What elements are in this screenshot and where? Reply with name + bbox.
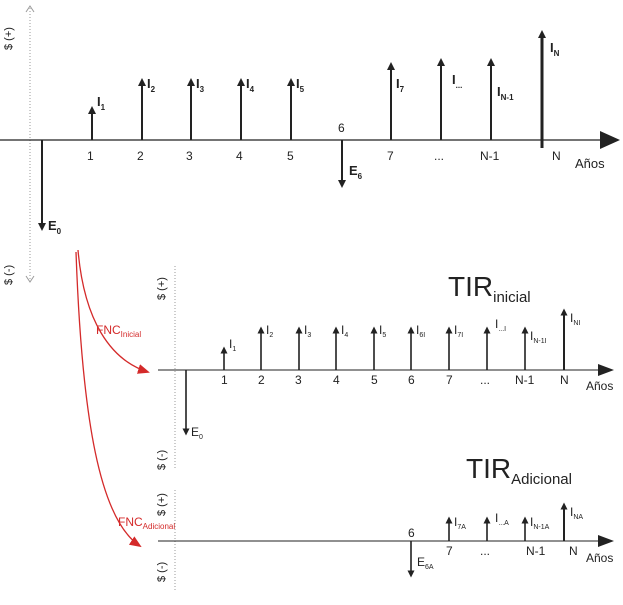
additional-outflow-label: E6A xyxy=(417,555,434,571)
main-period-n: N xyxy=(552,149,561,163)
main-period-6: 6 xyxy=(338,121,345,135)
main-flow-6-label: E6 xyxy=(349,163,363,181)
connector-initial xyxy=(77,249,150,374)
connector-additional xyxy=(75,251,142,548)
initial-flow-7-label: I7I xyxy=(454,323,463,339)
initial-period-2: 2 xyxy=(258,373,265,387)
additional-panel-title: TIRAdicional xyxy=(466,453,572,488)
initial-sign-positive: $ (+) xyxy=(156,277,168,300)
connector-additional-label: FNCAdicional xyxy=(118,515,175,531)
connectors: FNCInicial FNCAdicional xyxy=(75,249,175,548)
additional-period-ellipsis: ... xyxy=(480,544,490,558)
main-flow-4-label: I4 xyxy=(246,76,255,94)
additional-period-7: 7 xyxy=(446,544,453,558)
main-period-3: 3 xyxy=(186,149,193,163)
initial-sign-negative: $ (-) xyxy=(156,450,168,470)
main-sign-axis-arrow-bottom xyxy=(25,275,35,283)
main-flow-n-label: IN xyxy=(550,40,560,58)
initial-period-3: 3 xyxy=(295,373,302,387)
main-period-7: 7 xyxy=(387,149,394,163)
initial-period-n-1: N-1 xyxy=(515,373,535,387)
initial-time-axis-arrow xyxy=(598,364,614,376)
main-diagram: $ (+) $ (-) Años E0 1 2 3 4 5 6 7 ... N-… xyxy=(0,5,620,285)
additional-sign-positive: $ (+) xyxy=(156,493,168,516)
main-axis-unit: Años xyxy=(575,156,605,171)
main-period-n-1: N-1 xyxy=(480,149,500,163)
additional-flow-ellipsis-label: I...A xyxy=(495,511,509,527)
additional-time-axis-arrow xyxy=(598,535,614,547)
main-flow-ellipsis-label: I... xyxy=(452,72,462,90)
initial-flow-6-label: I6I xyxy=(416,323,425,339)
additional-period-n-1: N-1 xyxy=(526,544,546,558)
main-period-5: 5 xyxy=(287,149,294,163)
initial-period-1: 1 xyxy=(221,373,228,387)
connector-initial-label: FNCInicial xyxy=(96,323,141,339)
additional-flow-n-1a-label: IN-1A xyxy=(530,515,550,531)
initial-flow-2-label: I2 xyxy=(266,323,273,339)
initial-panel: TIRinicial $ (+) $ (-) Años E0 1 2 3 4 5… xyxy=(156,266,614,470)
initial-period-6: 6 xyxy=(408,373,415,387)
initial-period-4: 4 xyxy=(333,373,340,387)
additional-sign-negative: $ (-) xyxy=(156,562,168,582)
initial-outflow-label: E0 xyxy=(191,425,203,441)
initial-flow-n-1-label: IN-1I xyxy=(530,329,547,345)
main-flow-n-1-label: IN-1 xyxy=(497,84,514,102)
initial-axis-unit: Años xyxy=(586,379,613,393)
additional-axis-unit: Años xyxy=(586,551,613,565)
additional-period-6: 6 xyxy=(408,526,415,540)
initial-flow-5-label: I5 xyxy=(379,323,386,339)
main-time-axis-arrow xyxy=(600,131,620,149)
initial-period-ellipsis: ... xyxy=(480,373,490,387)
main-flow-1-label: I1 xyxy=(97,94,106,112)
initial-flow-4-label: I4 xyxy=(341,323,348,339)
initial-period-5: 5 xyxy=(371,373,378,387)
main-sign-axis-arrow-top xyxy=(25,5,35,13)
initial-flow-3-label: I3 xyxy=(304,323,311,339)
main-sign-negative: $ (-) xyxy=(3,265,15,285)
initial-period-7: 7 xyxy=(446,373,453,387)
additional-flow-na-label: INA xyxy=(570,505,583,521)
additional-panel: TIRAdicional $ (+) $ (-) Años 6 7 ... N-… xyxy=(156,453,614,592)
main-period-4: 4 xyxy=(236,149,243,163)
main-flow-3-label: I3 xyxy=(196,76,205,94)
main-period-1: 1 xyxy=(87,149,94,163)
additional-period-n: N xyxy=(569,544,578,558)
main-sign-positive: $ (+) xyxy=(3,27,15,50)
additional-flow-7a-label: I7A xyxy=(454,515,466,531)
main-outflow-e0-label: E0 xyxy=(48,218,62,236)
initial-flow-1-label: I1 xyxy=(229,337,236,353)
main-flow-7-label: I7 xyxy=(396,76,405,94)
main-flow-2-label: I2 xyxy=(147,76,156,94)
main-period-ellipsis: ... xyxy=(434,149,444,163)
initial-flow-n-label: INI xyxy=(570,311,580,327)
initial-panel-title: TIRinicial xyxy=(448,271,531,306)
main-flow-5-label: I5 xyxy=(296,76,305,94)
initial-flow-ellipsis-label: I...I xyxy=(495,317,506,333)
main-period-2: 2 xyxy=(137,149,144,163)
initial-period-n: N xyxy=(560,373,569,387)
